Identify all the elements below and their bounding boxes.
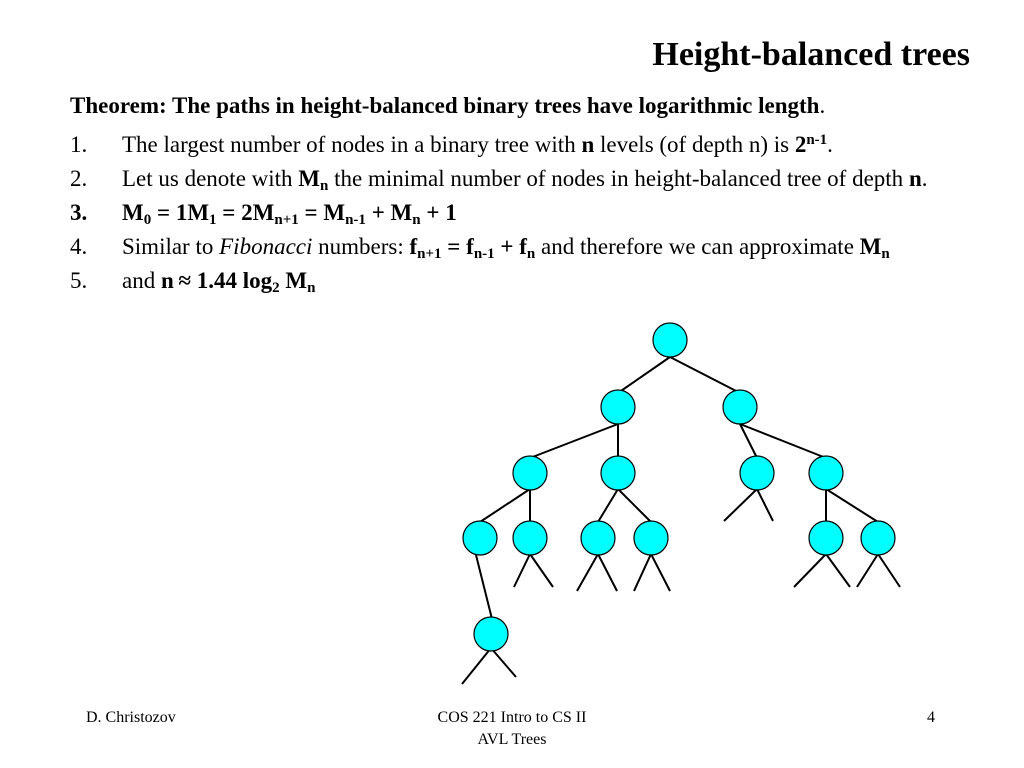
tree-node <box>473 616 509 652</box>
tree-edge <box>475 554 493 620</box>
footer-course-topic: AVL Trees <box>477 731 547 748</box>
tree-node <box>600 389 636 425</box>
list-item: 4.Similar to Fibonacci numbers: fn+1 = f… <box>70 230 1005 264</box>
tree-nodes <box>462 322 896 652</box>
tree-node <box>739 455 775 491</box>
tree-node <box>580 520 616 556</box>
item-list: 1.The largest number of nodes in a binar… <box>70 128 1005 298</box>
footer-course-title: COS 221 Intro to CS II <box>437 709 587 726</box>
item-number: 4. <box>70 234 88 259</box>
item-number: 1. <box>70 132 88 157</box>
tree-edge <box>825 553 851 588</box>
tree-node <box>860 520 896 556</box>
tree-edge <box>650 553 671 592</box>
tree-edge <box>633 553 652 592</box>
list-item: 3.M0 = 1M1 = 2Mn+1 = Mn-1 + Mn + 1 <box>70 196 1005 230</box>
tree-edge <box>739 423 827 459</box>
tree-edge <box>617 356 671 394</box>
tree-edge <box>877 553 901 588</box>
tree-edge <box>756 488 774 522</box>
tree-edge <box>793 553 827 588</box>
slide-title: Height-balanced trees <box>652 36 970 73</box>
tree-edge <box>479 488 531 523</box>
tree-node <box>512 455 548 491</box>
tree-edge <box>739 423 758 459</box>
footer-course: COS 221 Intro to CS II AVL Trees <box>412 707 612 751</box>
tree-edge <box>856 553 879 588</box>
list-item: 2.Let us denote with Mn the minimal numb… <box>70 162 1005 196</box>
footer-page-number: 4 <box>927 709 935 726</box>
tree-node <box>808 520 844 556</box>
tree-edge <box>529 553 554 588</box>
tree-edge <box>669 356 741 394</box>
tree-edge <box>529 423 619 459</box>
item-number: 2. <box>70 166 88 191</box>
tree-edge <box>825 488 879 523</box>
tree-node <box>600 455 636 491</box>
tree-node <box>722 389 758 425</box>
item-number: 5. <box>70 268 88 293</box>
theorem-statement: Theorem: The paths in height-balanced bi… <box>70 93 825 119</box>
list-item: 5.and n ≈ 1.44 log2 Mn <box>70 264 1005 298</box>
item-number: 3. <box>70 200 88 225</box>
tree-node <box>512 520 548 556</box>
tree-edge <box>597 553 618 592</box>
tree-edge <box>513 553 531 588</box>
tree-edges <box>461 356 901 685</box>
footer-author: D. Christozov <box>86 709 176 726</box>
tree-edge <box>576 553 599 592</box>
tree-node <box>652 322 688 358</box>
tree-edge <box>461 647 492 685</box>
tree-node <box>808 455 844 491</box>
tree-edge <box>490 647 517 678</box>
tree-edge <box>723 488 758 522</box>
theorem-text: Theorem: The paths in height-balanced bi… <box>70 93 820 118</box>
tree-node <box>462 520 498 556</box>
tree-edge <box>617 488 652 523</box>
theorem-end: . <box>819 93 826 118</box>
list-item: 1.The largest number of nodes in a binar… <box>70 128 1005 162</box>
tree-node <box>633 520 669 556</box>
tree-edge <box>597 488 619 523</box>
